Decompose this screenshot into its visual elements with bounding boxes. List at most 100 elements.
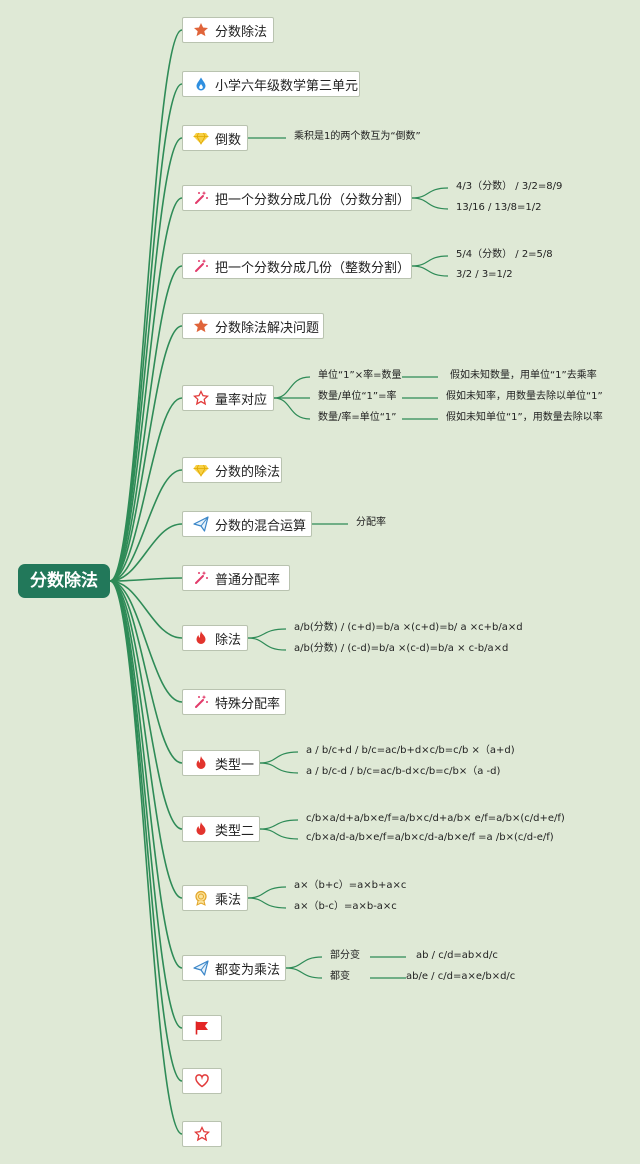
leaf-link xyxy=(259,751,299,764)
paper-plane-icon xyxy=(193,960,209,976)
leaf-link xyxy=(285,956,323,969)
leaf-text: 5/4（分数） / 2=5/8 xyxy=(456,249,553,260)
leaf-link xyxy=(411,265,449,277)
leaf-link xyxy=(247,886,287,899)
branch-node-16[interactable]: 都变为乘法 xyxy=(182,955,286,981)
leaf-text: a / b/c+d / b/c=ac/b+d×c/b=c/b ×（a+d) xyxy=(306,745,515,756)
drop-icon xyxy=(193,76,209,92)
branch-label: 分数的除法 xyxy=(215,464,281,480)
leaf-link xyxy=(259,762,299,774)
fire-icon xyxy=(193,630,209,646)
branch-label: 分数除法解决问题 xyxy=(215,320,320,336)
leaf-link xyxy=(273,376,311,399)
branch-node-12[interactable]: 特殊分配率 xyxy=(182,689,286,715)
star-outline-icon xyxy=(193,390,209,406)
branch-label: 分数的混合运算 xyxy=(215,518,307,534)
branch-node-1[interactable]: 分数除法 xyxy=(182,17,274,43)
branch-link xyxy=(109,580,183,899)
root-node[interactable]: 分数除法 xyxy=(18,564,110,598)
branch-label: 分数除法 xyxy=(215,24,268,40)
leaf-text: 部分变 xyxy=(330,950,360,961)
branch-label: 把一个分数分成几份（整数分割） xyxy=(215,260,411,276)
leaf-text: 13/16 / 13/8=1/2 xyxy=(456,202,542,213)
branch-link xyxy=(109,197,183,582)
award-icon xyxy=(193,890,209,906)
branch-node-11[interactable]: 除法 xyxy=(182,625,248,651)
branch-label: 类型一 xyxy=(215,757,255,773)
fire-icon xyxy=(193,821,209,837)
branch-label: 普通分配率 xyxy=(215,572,281,588)
branch-label: 小学六年级数学第三单元 xyxy=(215,78,359,94)
branch-label: 量率对应 xyxy=(215,392,268,408)
branch-node-19[interactable] xyxy=(182,1121,222,1147)
fire-icon xyxy=(193,755,209,771)
leaf-link xyxy=(411,187,449,199)
branch-label: 都变为乘法 xyxy=(215,962,281,978)
leaf-link xyxy=(259,828,299,840)
leaf-text: 都变 xyxy=(330,971,350,982)
branch-label: 除法 xyxy=(215,632,242,648)
leaf-text: 数量/率=单位“1” xyxy=(318,412,397,423)
leaf-text: 乘积是1的两个数互为“倒数” xyxy=(294,131,421,142)
leaf-text: a/b(分数) / (c-d)=b/a ×(c-d)=b/a × c-b/a×d xyxy=(294,643,509,654)
magic-wand-icon xyxy=(193,190,209,206)
gem-icon xyxy=(193,462,209,478)
magic-wand-icon xyxy=(193,258,209,274)
branch-link xyxy=(109,29,183,582)
gem-icon xyxy=(193,130,209,146)
branch-link xyxy=(109,469,183,582)
leaf-text: 4/3（分数） / 3/2=8/9 xyxy=(456,181,563,192)
branch-label: 乘法 xyxy=(215,892,242,908)
subleaf-text: 假如未知数量，用单位“1”去乘率 xyxy=(450,370,597,381)
branch-node-17[interactable] xyxy=(182,1015,222,1041)
leaf-text: a×（b-c）=a×b-a×c xyxy=(294,901,397,912)
paper-plane-icon xyxy=(193,516,209,532)
leaf-link xyxy=(247,628,287,639)
branch-node-8[interactable]: 分数的除法 xyxy=(182,457,282,483)
subleaf-text: 假如未知单位“1”，用数量去除以率 xyxy=(446,412,603,423)
branch-node-2[interactable]: 小学六年级数学第三单元 xyxy=(182,71,360,97)
flag-icon xyxy=(194,1020,210,1036)
branch-link xyxy=(109,397,183,582)
branch-label: 把一个分数分成几份（分数分割） xyxy=(215,192,411,208)
branch-link xyxy=(109,265,183,582)
branch-node-15[interactable]: 乘法 xyxy=(182,885,248,911)
leaf-link xyxy=(259,819,299,830)
leaf-text: 分配率 xyxy=(356,517,386,528)
branch-node-13[interactable]: 类型一 xyxy=(182,750,260,776)
branch-node-3[interactable]: 倒数 xyxy=(182,125,248,151)
branch-link xyxy=(109,137,183,582)
branch-node-4[interactable]: 把一个分数分成几份（分数分割） xyxy=(182,185,412,211)
leaf-text: 数量/单位“1”=率 xyxy=(318,391,397,402)
leaf-link xyxy=(411,197,449,210)
branch-node-14[interactable]: 类型二 xyxy=(182,816,260,842)
magic-wand-icon xyxy=(193,694,209,710)
leaf-link xyxy=(273,397,311,420)
leaf-link xyxy=(247,897,287,909)
subleaf-text: ab / c/d=ab×d/c xyxy=(416,950,498,961)
branch-node-10[interactable]: 普通分配率 xyxy=(182,565,290,591)
leaf-text: 3/2 / 3=1/2 xyxy=(456,269,513,280)
branch-node-18[interactable] xyxy=(182,1068,222,1094)
star-icon xyxy=(193,22,209,38)
branch-node-9[interactable]: 分数的混合运算 xyxy=(182,511,312,537)
branch-link xyxy=(109,523,183,582)
star-icon xyxy=(193,318,209,334)
branch-node-6[interactable]: 分数除法解决问题 xyxy=(182,313,324,339)
leaf-text: c/b×a/d-a/b×e/f=a/b×c/d-a/b×e/f =a /b×(c… xyxy=(306,832,554,843)
magic-wand-icon xyxy=(193,570,209,586)
branch-link xyxy=(109,580,183,830)
branch-link xyxy=(109,580,183,1029)
branch-node-7[interactable]: 量率对应 xyxy=(182,385,274,411)
branch-link xyxy=(109,580,183,703)
branch-label: 倒数 xyxy=(215,132,242,148)
branch-node-5[interactable]: 把一个分数分成几份（整数分割） xyxy=(182,253,412,279)
branch-link xyxy=(109,580,183,969)
leaf-text: a/b(分数) / (c+d)=b/a ×(c+d)=b/ a ×c+b/a×d xyxy=(294,622,523,633)
leaf-link xyxy=(247,637,287,651)
subleaf-text: 假如未知率，用数量去除以单位“1” xyxy=(446,391,603,402)
branch-link xyxy=(109,580,183,764)
branch-label: 特殊分配率 xyxy=(215,696,281,712)
branch-link xyxy=(109,325,183,582)
